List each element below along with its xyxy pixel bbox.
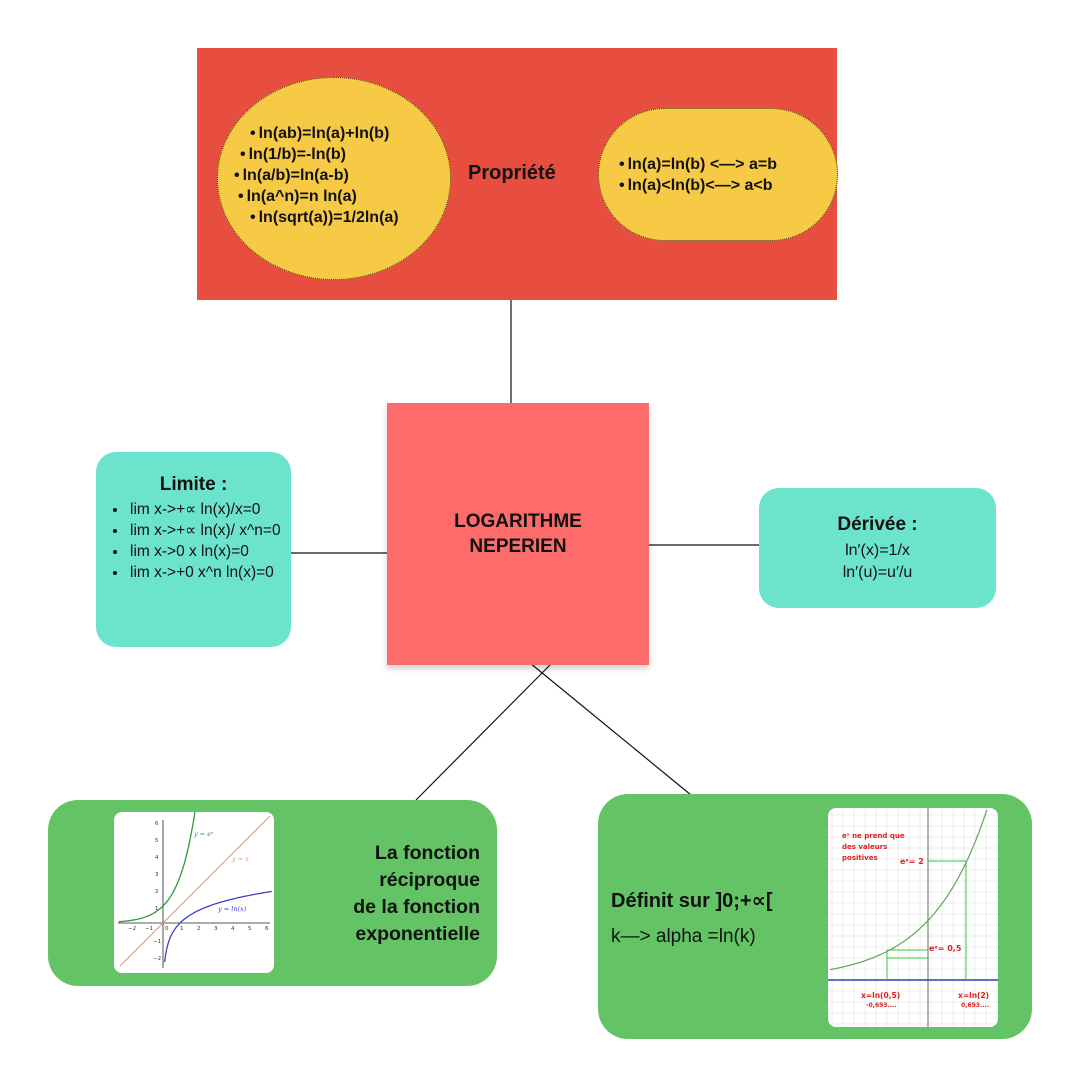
property-rule: ln(a)<ln(b)<—> a<b (619, 175, 777, 196)
connector-bottom-left (415, 664, 551, 801)
x-tick-label: 6 (265, 926, 269, 932)
y-tick-label: 4 (155, 855, 159, 861)
limit-item: lim x->+∝ ln(x)/x=0 (128, 499, 293, 520)
y-tick-label: −2 (153, 956, 161, 962)
label-xln05-value: -0,693.... (866, 1002, 897, 1009)
reciprocal-graph: −2 −1 0 1 2 3 4 5 6 6 5 4 3 2 1 −1 −2 (114, 812, 274, 973)
guide-lines (886, 860, 967, 980)
y-tick-label: 3 (155, 872, 159, 878)
property-rule: ln(1/b)=-ln(b) (240, 144, 399, 165)
y-tick-label: 5 (155, 838, 159, 844)
definition-graph: eˣ ne prend que des valeurs positives eˣ… (828, 808, 998, 1027)
definition-card: Définit sur ]0;+∝[ k—> alpha =ln(k) eˣ n… (598, 794, 1032, 1039)
reciprocal-text-line: de la fonction (353, 896, 480, 918)
label-e2: eˣ= 2 (900, 857, 924, 866)
x-tick-label: 5 (248, 926, 252, 932)
note-line: eˣ ne prend que (842, 832, 905, 840)
x-tick-label: 2 (197, 926, 201, 932)
property-rule: ln(ab)=ln(a)+ln(b) (250, 123, 399, 144)
reciprocal-graph-svg: −2 −1 0 1 2 3 4 5 6 6 5 4 3 2 1 −1 −2 (118, 812, 272, 968)
property-rule: ln(sqrt(a))=1/2ln(a) (250, 207, 399, 228)
note-line: des valeurs (842, 843, 887, 851)
identity-line (119, 815, 271, 967)
x-tick-label: −2 (128, 926, 136, 932)
properties-title: Propriété (468, 162, 556, 184)
ln-curve-label: y = ln(x) (217, 905, 247, 913)
limit-item: lim x->0 x ln(x)=0 (128, 541, 293, 562)
exp-curve-label: y = eˣ (193, 830, 214, 838)
properties-left-list: ln(ab)=ln(a)+ln(b) ln(1/b)=-ln(b) ln(a/b… (234, 123, 399, 228)
label-xln2-value: 0,693.... (961, 1002, 989, 1009)
central-topic: LOGARITHME NEPERIEN (387, 403, 649, 665)
limit-list: lim x->+∝ ln(x)/x=0 lim x->+∝ ln(x)/ x^n… (108, 499, 293, 583)
x-tick-label: 3 (214, 926, 218, 932)
properties-left-bubble: ln(ab)=ln(a)+ln(b) ln(1/b)=-ln(b) ln(a/b… (217, 77, 451, 280)
definition-domain: Définit sur ]0;+∝[ (611, 890, 773, 912)
identity-label: y = x (231, 855, 249, 863)
note-line: positives (842, 854, 878, 862)
derivative-title: Dérivée : (837, 514, 918, 535)
properties-panel: ln(ab)=ln(a)+ln(b) ln(1/b)=-ln(b) ln(a/b… (197, 48, 838, 300)
reciprocal-text-line: exponentielle (355, 923, 480, 945)
limit-title: Limite : (159, 474, 228, 495)
definition-mapping: k—> alpha =ln(k) (611, 926, 756, 947)
exponential-curve (829, 809, 988, 971)
x-tick-label: 4 (231, 926, 235, 932)
central-title: LOGARITHME NEPERIEN (418, 509, 618, 559)
reciprocal-text: La fonction réciproque de la fonction ex… (330, 840, 480, 948)
x-tick-label: 1 (180, 926, 184, 932)
x-tick-label: −1 (145, 926, 153, 932)
properties-right-list: ln(a)=ln(b) <—> a=b ln(a)<ln(b)<—> a<b (619, 154, 777, 196)
properties-right-bubble: ln(a)=ln(b) <—> a=b ln(a)<ln(b)<—> a<b (598, 108, 838, 241)
connector-bottom-right (529, 662, 692, 796)
central-title-line: LOGARITHME (454, 511, 582, 532)
graph-axes (118, 820, 270, 968)
reciprocal-text-line: La fonction (374, 842, 480, 864)
y-tick-label: 1 (155, 906, 159, 912)
reciprocal-card: −2 −1 0 1 2 3 4 5 6 6 5 4 3 2 1 −1 −2 (48, 800, 497, 986)
y-tick-label: 6 (155, 821, 159, 827)
reciprocal-text-line: réciproque (379, 869, 480, 891)
derivative-card: Dérivée : ln′(x)=1/x ln′(u)=u′/u (759, 488, 996, 608)
property-rule: ln(a/b)=ln(a-b) (234, 165, 399, 186)
label-e05: eˣ= 0,5 (929, 944, 962, 953)
label-xln2: x=ln(2) (958, 991, 989, 1000)
graph-annotations: eˣ ne prend que des valeurs positives eˣ… (842, 832, 989, 1009)
central-title-line: NEPERIEN (469, 536, 567, 557)
exp-curve (118, 812, 196, 923)
derivative-line: ln′(u)=u′/u (842, 564, 913, 581)
ln-curve (164, 890, 272, 963)
definition-graph-svg: eˣ ne prend que des valeurs positives eˣ… (828, 808, 998, 1027)
graph-ticks: −2 −1 0 1 2 3 4 5 6 6 5 4 3 2 1 −1 −2 (128, 821, 269, 962)
limit-item: lim x->+0 x^n ln(x)=0 (128, 562, 293, 583)
y-tick-label: −1 (153, 939, 161, 945)
y-tick-label: 2 (155, 889, 159, 895)
limit-card: Limite : lim x->+∝ ln(x)/x=0 lim x->+∝ l… (96, 452, 291, 647)
property-rule: ln(a)=ln(b) <—> a=b (619, 154, 777, 175)
x-tick-label: 0 (165, 926, 169, 932)
limit-item: lim x->+∝ ln(x)/ x^n=0 (128, 520, 293, 541)
label-xln05: x=ln(0,5) (861, 991, 900, 1000)
property-rule: ln(a^n)=n ln(a) (238, 186, 399, 207)
derivative-line: ln′(x)=1/x (845, 542, 910, 559)
